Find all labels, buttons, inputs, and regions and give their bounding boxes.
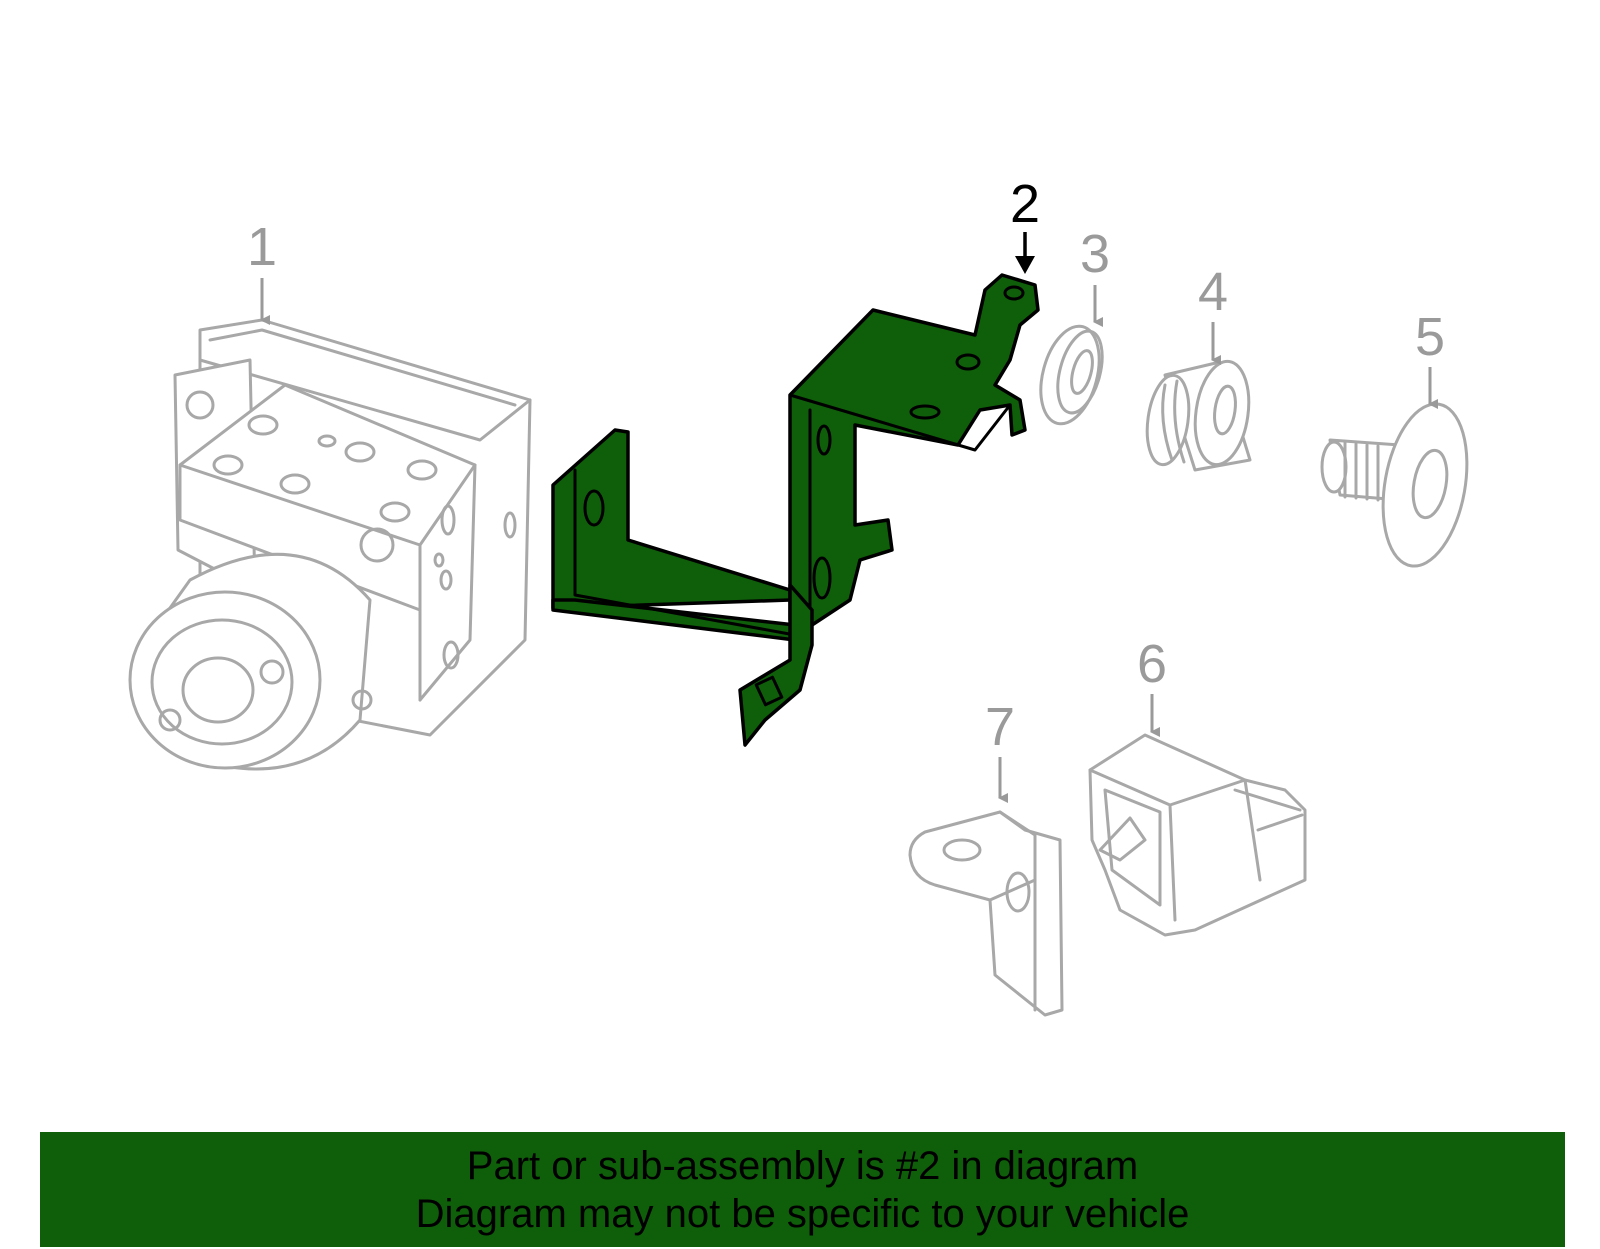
callout-arrow-2-head <box>1015 256 1035 274</box>
callout-6: 6 <box>1137 634 1167 737</box>
callout-number-4: 4 <box>1198 262 1228 322</box>
part-2-bracket-highlighted <box>551 273 1040 747</box>
callout-number-3: 3 <box>1080 224 1110 284</box>
callout-1: 1 <box>247 217 277 325</box>
callout-3: 3 <box>1080 224 1110 327</box>
callout-2: 2 <box>1010 174 1040 274</box>
callout-4: 4 <box>1198 262 1228 365</box>
callout-number-7: 7 <box>985 697 1015 757</box>
callout-number-5: 5 <box>1415 307 1445 367</box>
part-5-bolt <box>1320 402 1469 568</box>
banner-line-disclaimer: Diagram may not be specific to your vehi… <box>415 1191 1190 1236</box>
callout-5: 5 <box>1415 307 1445 409</box>
info-banner: Part or sub-assembly is #2 in diagram Di… <box>40 1132 1565 1247</box>
callout-number-6: 6 <box>1137 634 1167 694</box>
part-7-mount-bracket <box>908 810 1064 1017</box>
part-4-bushing <box>1145 359 1252 472</box>
part-1-abs-modulator <box>128 318 532 771</box>
callout-number-2: 2 <box>1010 174 1040 234</box>
callout-number-1: 1 <box>247 217 277 277</box>
part-6-sensor <box>1088 733 1307 937</box>
banner-line-part-number: Part or sub-assembly is #2 in diagram <box>466 1143 1139 1188</box>
part-3-grommet <box>1039 324 1104 426</box>
callout-7: 7 <box>985 697 1015 803</box>
